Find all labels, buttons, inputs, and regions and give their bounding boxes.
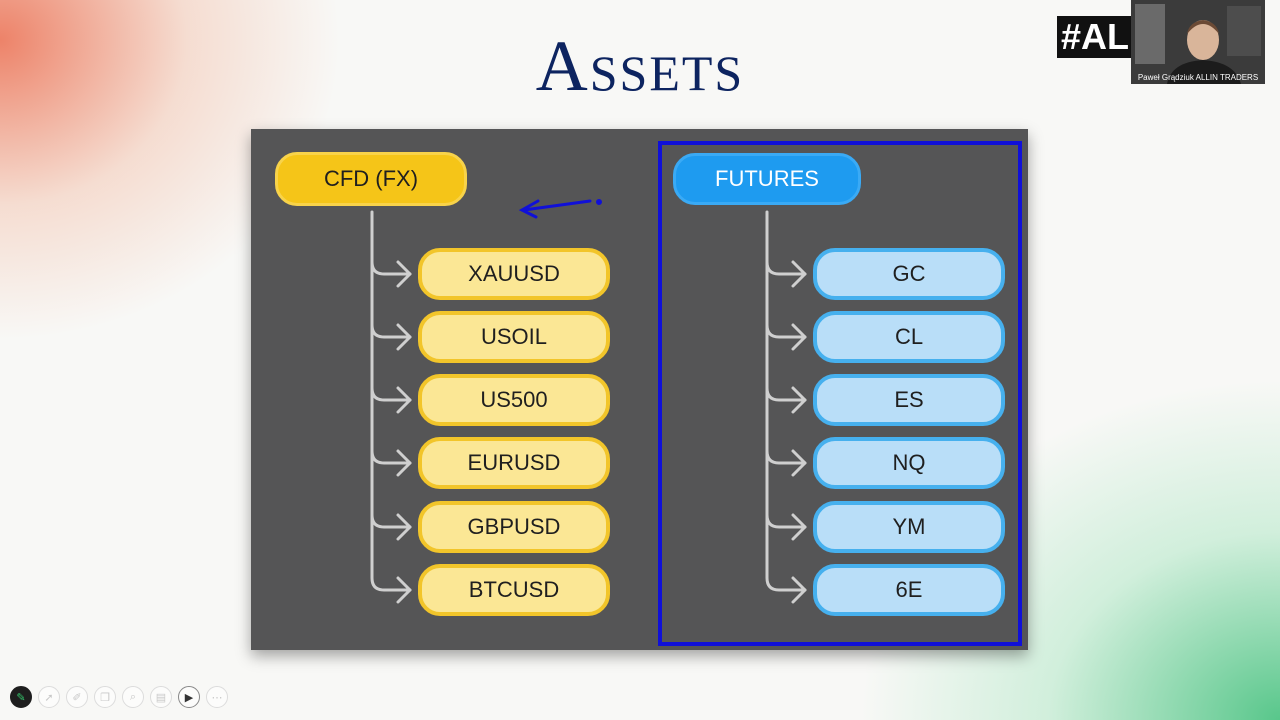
futures-item-ym: YM — [813, 501, 1005, 553]
presenter-caption: Paweł Grądziuk ALLIN TRADERS — [1137, 73, 1259, 82]
pen-icon[interactable]: ✎ — [10, 686, 32, 708]
futures-item-cl: CL — [813, 311, 1005, 363]
search-icon[interactable]: ⌕ — [122, 686, 144, 708]
cfd-trunk-line — [370, 210, 412, 592]
futures-trunk-line — [765, 210, 807, 592]
cfd-item-usoil: USOIL — [418, 311, 610, 363]
futures-item-es: ES — [813, 374, 1005, 426]
futures-header: FUTURES — [673, 153, 861, 205]
presenter-webcam: Paweł Grądziuk ALLIN TRADERS — [1131, 0, 1265, 84]
highlighter-icon[interactable]: ✐ — [66, 686, 88, 708]
presentation-toolbar: ✎ ➚ ✐ ❐ ⌕ ▤ ▶ ⋯ — [10, 686, 228, 708]
camera-icon[interactable]: ▶ — [178, 686, 200, 708]
futures-item-nq: NQ — [813, 437, 1005, 489]
brand-tag: #AL — [1057, 16, 1133, 58]
more-icon[interactable]: ⋯ — [206, 686, 228, 708]
copy-icon[interactable]: ❐ — [94, 686, 116, 708]
presenter-avatar — [1131, 0, 1265, 84]
cfd-item-gbpusd: GBPUSD — [418, 501, 610, 553]
futures-highlight-box — [658, 141, 1022, 646]
cfd-item-btcusd: BTCUSD — [418, 564, 610, 616]
subtitles-icon[interactable]: ▤ — [150, 686, 172, 708]
cfd-item-eurusd: EURUSD — [418, 437, 610, 489]
cfd-fx-header: CFD (FX) — [275, 152, 467, 206]
futures-item-6e: 6E — [813, 564, 1005, 616]
cfd-item-us500: US500 — [418, 374, 610, 426]
slide-title: Assets — [535, 26, 745, 106]
annotation-arrow — [518, 199, 602, 219]
cfd-item-xauusd: XAUUSD — [418, 248, 610, 300]
pointer-icon[interactable]: ➚ — [38, 686, 60, 708]
futures-item-gc: GC — [813, 248, 1005, 300]
